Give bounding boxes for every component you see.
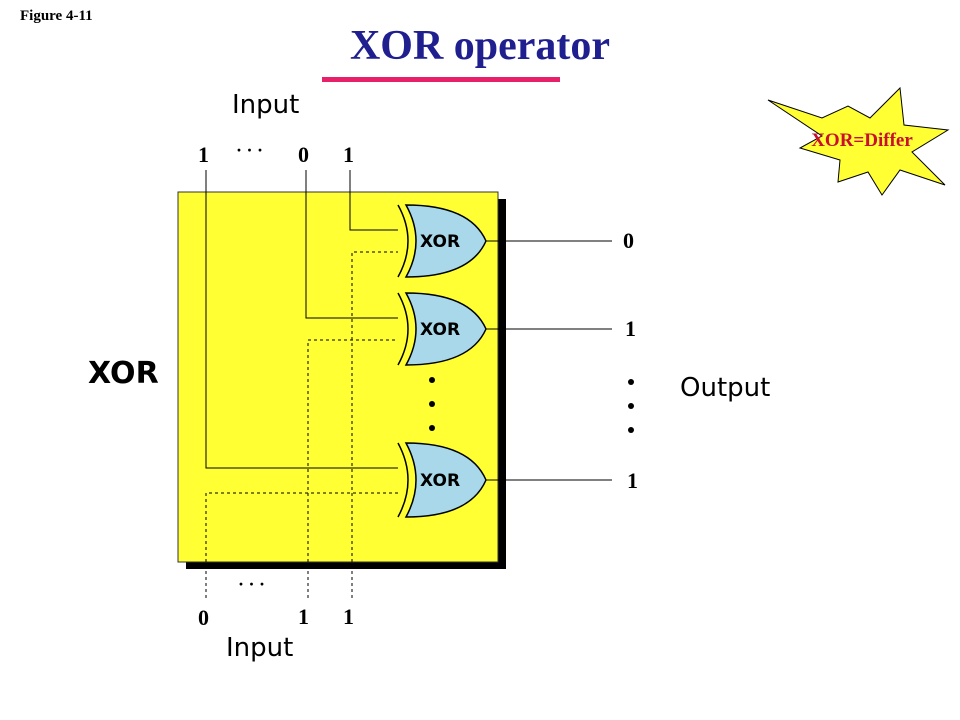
wire-bottom-right xyxy=(351,251,398,598)
output-ellipsis xyxy=(628,379,634,433)
xor-gate-2: XOR xyxy=(397,292,487,366)
top-bit-middle: 0 xyxy=(298,142,309,167)
output-bit-3: 1 xyxy=(627,468,638,493)
bottom-bit-right: 1 xyxy=(343,604,354,629)
bottom-ellipsis: · · · xyxy=(238,574,265,594)
output-bit-2: 1 xyxy=(625,316,636,341)
xor-gate-1: XOR xyxy=(397,204,487,278)
output-bit-1: 0 xyxy=(623,228,634,253)
bottom-bit-left: 0 xyxy=(198,605,209,630)
xor-gate-3: XOR xyxy=(397,442,487,518)
top-bit-left: 1 xyxy=(198,142,209,167)
top-bit-right: 1 xyxy=(343,142,354,167)
gate-1-label: XOR xyxy=(420,232,460,252)
gate-3-label: XOR xyxy=(420,471,460,491)
wire-top-middle xyxy=(305,170,398,319)
bottom-input-label: Input xyxy=(226,633,293,663)
page-title: XOR operator xyxy=(349,23,611,69)
panel-label: XOR xyxy=(88,356,159,391)
wire-bottom-middle xyxy=(307,339,398,598)
gate-ellipsis xyxy=(429,377,435,431)
wire-top-left xyxy=(205,170,398,469)
bottom-bit-middle: 1 xyxy=(298,604,309,629)
output-label: Output xyxy=(680,373,770,403)
wire-bottom-left xyxy=(205,492,398,598)
wire-top-right xyxy=(349,170,398,231)
starburst-badge xyxy=(767,86,950,196)
figure-label: Figure 4-11 xyxy=(20,8,93,24)
gate-2-label: XOR xyxy=(420,320,460,340)
badge-text: XOR=Differ xyxy=(811,130,913,151)
top-input-label: Input xyxy=(232,90,299,120)
top-ellipsis: · · · xyxy=(236,140,263,160)
title-underline xyxy=(322,77,560,82)
